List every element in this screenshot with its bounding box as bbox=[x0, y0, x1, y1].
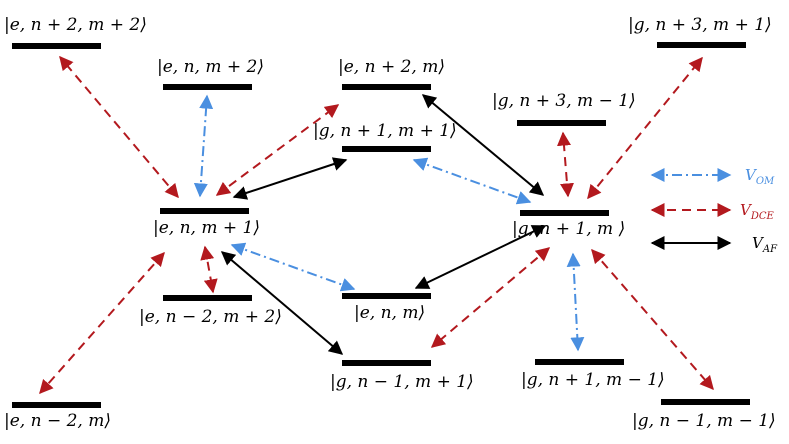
arrow-om-e-n-m1-to-e-n-m2 bbox=[193, 94, 214, 198]
level-e-n2-m2 bbox=[12, 43, 101, 49]
level-g-nm1-mm1 bbox=[661, 399, 750, 405]
arrow-af-g-n1-m-to-e-n-m bbox=[414, 225, 547, 289]
label-g-nm1-m1: |g, n − 1, m + 1⟩ bbox=[330, 372, 474, 392]
label-g-n1-m: |g, n + 1, m ⟩ bbox=[512, 219, 625, 239]
level-g-n1-m bbox=[520, 210, 609, 216]
level-e-n-m2 bbox=[163, 84, 252, 90]
arrow-af-e-n-m1-to-g-n1-m1 bbox=[232, 157, 348, 200]
legend-v-om-label: VOM bbox=[745, 166, 775, 187]
level-g-n3-m1p bbox=[657, 42, 746, 48]
level-g-nm1-m1 bbox=[342, 360, 431, 366]
arrow-dce-g-n1-m-to-g-n3-m1m bbox=[557, 131, 574, 198]
v-dce-couplings bbox=[39, 55, 714, 395]
legend: VOM VDCE VAF bbox=[650, 166, 778, 255]
arrow-om-g-n1-m-to-g-n1-mm1 bbox=[566, 252, 585, 352]
label-e-n-m: |e, n, m⟩ bbox=[354, 303, 425, 323]
v-om-couplings bbox=[193, 94, 585, 352]
arrow-om-e-n-m1-to-e-n-m bbox=[230, 242, 356, 292]
arrow-dce-e-n-m1-to-e-nm2-m2 bbox=[200, 245, 218, 294]
arrow-af-e-n-m1-to-g-nm1-m1 bbox=[220, 251, 344, 355]
label-e-nm2-m2: |e, n − 2, m + 2⟩ bbox=[139, 307, 282, 327]
level-g-n1-m1 bbox=[342, 146, 431, 152]
level-e-n-m1 bbox=[160, 208, 249, 214]
legend-v-af-label: VAF bbox=[752, 234, 778, 255]
label-g-n3-m1m: |g, n + 3, m − 1⟩ bbox=[492, 91, 636, 111]
level-g-n1-mm1 bbox=[535, 359, 624, 365]
label-g-n3-m1p: |g, n + 3, m + 1⟩ bbox=[628, 15, 772, 35]
label-e-n2-m: |e, n + 2, m⟩ bbox=[338, 57, 445, 77]
label-e-nm2-m: |e, n − 2, m⟩ bbox=[4, 411, 111, 431]
level-g-n3-m1m bbox=[517, 120, 606, 126]
arrow-dce-g-n1-m-to-g-n3-m1p bbox=[587, 56, 703, 200]
label-e-n-m1: |e, n, m + 1⟩ bbox=[153, 218, 260, 238]
level-e-nm2-m bbox=[12, 402, 101, 408]
label-g-n1-m1: |g, n + 1, m + 1⟩ bbox=[313, 121, 457, 141]
energy-levels bbox=[12, 42, 750, 408]
level-e-n2-m bbox=[342, 84, 431, 90]
arrow-dce-g-n1-m-to-g-nm1-m1 bbox=[430, 247, 551, 348]
label-g-n1-mm1: |g, n + 1, m − 1⟩ bbox=[521, 370, 665, 390]
arrow-dce-e-n-m1-to-e-n2-m2 bbox=[59, 55, 179, 199]
level-e-n-m bbox=[342, 293, 431, 299]
arrow-dce-e-n-m1-to-e-nm2-m bbox=[39, 251, 165, 395]
arrow-om-g-n1-m1-to-g-n1-m bbox=[412, 157, 532, 205]
label-e-n-m2: |e, n, m + 2⟩ bbox=[157, 57, 264, 77]
arrow-dce-e-n-m1-to-e-n2-m bbox=[215, 104, 340, 196]
state-labels: |e, n + 2, m + 2⟩ |e, n, m + 2⟩ |e, n + … bbox=[4, 15, 776, 431]
level-e-nm2-m2 bbox=[163, 295, 252, 301]
legend-v-dce-label: VDCE bbox=[740, 201, 775, 222]
arrow-dce-g-n1-m-to-g-nm1-mm1 bbox=[591, 248, 714, 391]
label-e-n2-m2: |e, n + 2, m + 2⟩ bbox=[4, 15, 147, 35]
label-g-nm1-mm1: |g, n − 1, m − 1⟩ bbox=[632, 411, 776, 431]
